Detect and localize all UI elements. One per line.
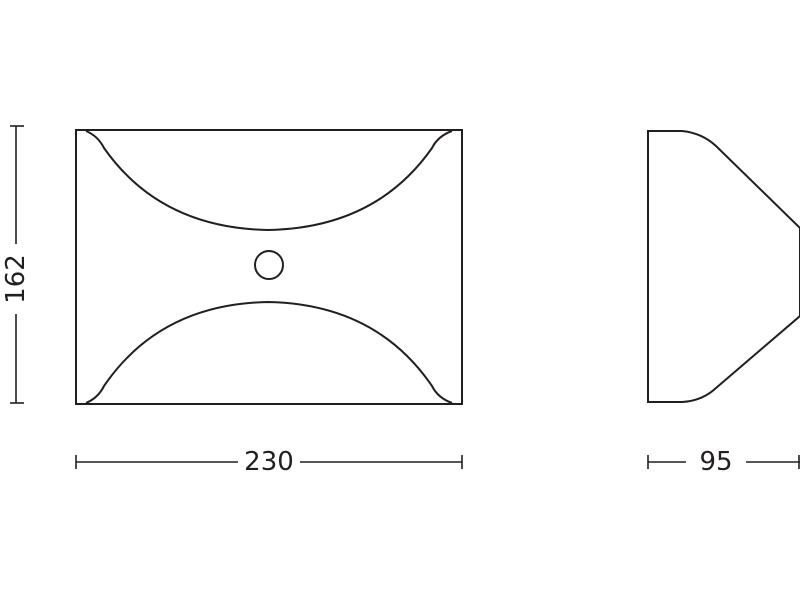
sensor-circle: [254, 250, 284, 280]
front-view: [75, 129, 463, 405]
top-arc: [85, 130, 453, 232]
side-view: [647, 130, 800, 403]
height-dimension: 162: [1, 125, 31, 404]
bottom-arc: [85, 300, 453, 404]
height-dimension-label: 162: [1, 254, 31, 304]
depth-dimension-label: 95: [699, 447, 732, 477]
front-outline: [75, 129, 463, 405]
side-outline: [647, 130, 800, 403]
width-dimension: 230: [75, 447, 463, 477]
width-dimension-label: 230: [244, 447, 294, 477]
depth-dimension: 95: [647, 447, 800, 477]
